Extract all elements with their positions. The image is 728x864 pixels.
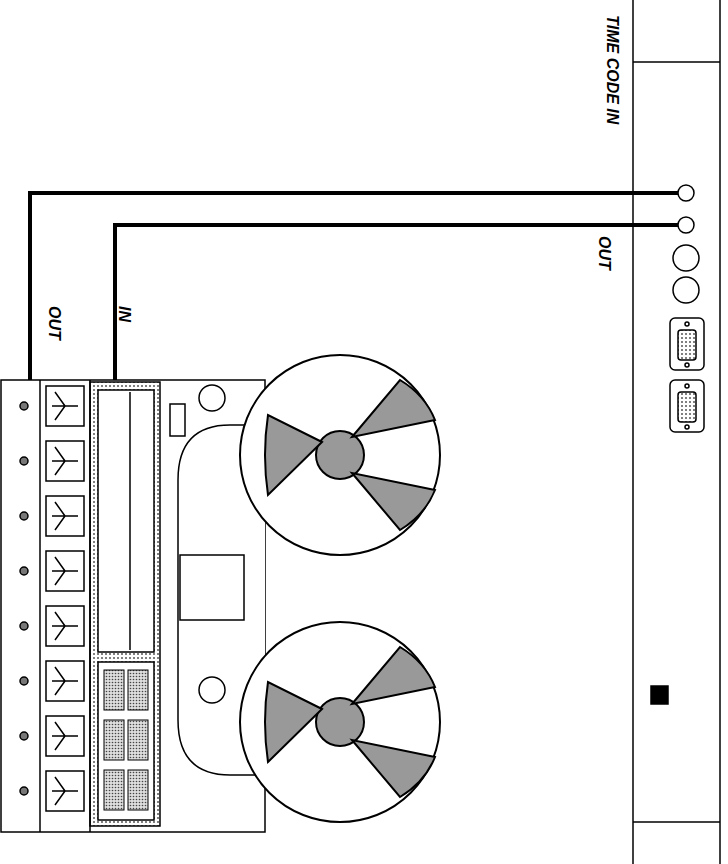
tape-reel bbox=[240, 355, 440, 822]
time-code-unit bbox=[633, 0, 720, 864]
level-meters bbox=[20, 386, 84, 811]
jack-label: TIME CODE IN bbox=[604, 15, 620, 124]
jack-label: OUT bbox=[596, 236, 612, 270]
transport-buttons bbox=[104, 670, 148, 810]
connector-label: IN bbox=[116, 306, 132, 322]
patch-wire bbox=[30, 193, 678, 382]
tape-machine bbox=[1, 380, 265, 832]
connector-label: OUT bbox=[46, 306, 62, 340]
